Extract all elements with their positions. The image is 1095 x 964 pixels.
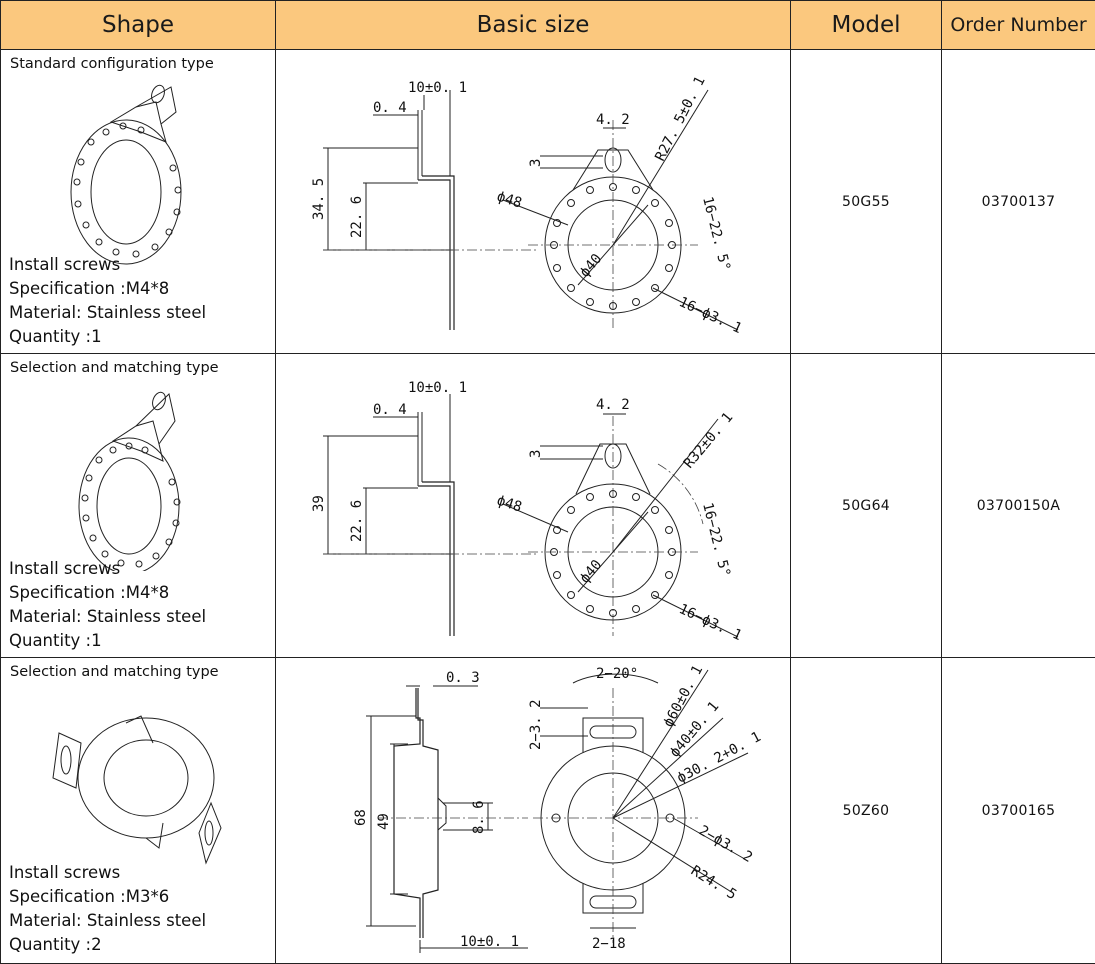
material: Material: Stainless steel — [9, 605, 206, 629]
dim-thickness: 0. 4 — [373, 402, 407, 418]
header-shape: Shape — [1, 1, 276, 50]
header-row: Shape Basic size Model Order Number — [1, 1, 1095, 50]
dim-radius: R32±0. 1 — [681, 410, 737, 472]
header-model: Model — [791, 1, 942, 50]
order-number-cell: 03700150A — [942, 354, 1095, 658]
type-label: Selection and matching type — [10, 664, 219, 680]
dim-holes: 16−ϕ3. 1 — [676, 601, 744, 644]
dim-inner-dia: ϕ40 — [577, 557, 606, 587]
shape-cell: Selection and matching type Install scre… — [1, 658, 276, 964]
dim-height: 34. 5 — [311, 178, 327, 220]
order-number-value: 03700165 — [982, 803, 1056, 819]
model-cell: 50Z60 — [791, 658, 942, 964]
shape-cell: Standard configuration type — [1, 50, 276, 354]
dim-width: 10±0. 1 — [408, 380, 467, 396]
dim-radius: R24. 5 — [688, 863, 739, 903]
header-basic-size: Basic size — [276, 1, 791, 50]
model-cell: 50G55 — [791, 50, 942, 354]
dim-slot: 2−3. 2 — [528, 699, 544, 750]
quantity: Quantity :1 — [9, 325, 206, 349]
model-value: 50Z60 — [843, 803, 890, 819]
quantity: Quantity :2 — [9, 933, 206, 957]
dim-thickness: 0. 4 — [373, 100, 407, 116]
table-row: Selection and matching type Install scre… — [1, 658, 1095, 964]
install-screws-label: Install screws — [9, 557, 206, 581]
install-info: Install screws Specification :M3*6 Mater… — [9, 861, 206, 957]
basic-size-cell: 10±0. 1 0. 4 39 22. 6 — [276, 354, 791, 658]
bracket-illustration — [41, 688, 246, 873]
model-cell: 50G64 — [791, 354, 942, 658]
dim-holes: 2−ϕ3. 2 — [696, 823, 755, 866]
dim-inner-height: 49 — [376, 813, 392, 830]
order-number-value: 03700137 — [982, 194, 1056, 210]
dimension-drawing: 10±0. 1 0. 4 34. 5 22. 6 — [278, 50, 788, 348]
order-number-value: 03700150A — [977, 498, 1061, 514]
dim-tab-angle: 2−20° — [596, 666, 638, 682]
specification: Specification :M3*6 — [9, 885, 206, 909]
install-screws-label: Install screws — [9, 861, 206, 885]
bracket-illustration — [41, 386, 241, 571]
table-row: Standard configuration type — [1, 50, 1095, 354]
install-info: Install screws Specification :M4*8 Mater… — [9, 253, 206, 349]
dim-tab-width: 4. 2 — [596, 397, 630, 413]
dim-height: 39 — [311, 495, 327, 512]
dim-tab-height: 3 — [528, 450, 544, 458]
specification: Specification :M4*8 — [9, 277, 206, 301]
model-value: 50G64 — [842, 498, 890, 514]
dim-inner-height: 22. 6 — [349, 196, 365, 238]
material: Material: Stainless steel — [9, 909, 206, 933]
order-number-cell: 03700165 — [942, 658, 1095, 964]
material: Material: Stainless steel — [9, 301, 206, 325]
type-label: Standard configuration type — [10, 56, 214, 72]
model-value: 50G55 — [842, 194, 890, 210]
header-order-number: Order Number — [942, 1, 1095, 50]
dim-outer-dia: ϕ48 — [495, 493, 524, 516]
dim-angle: 16−22. 5° — [699, 195, 733, 272]
dim-slot-len: 2−18 — [592, 936, 626, 952]
dim-radius: R27. 5±0. 1 — [652, 74, 708, 164]
order-number-cell: 03700137 — [942, 50, 1095, 354]
basic-size-cell: 10±0. 1 0. 4 34. 5 22. 6 — [276, 50, 791, 354]
dim-width: 10±0. 1 — [460, 934, 519, 950]
install-info: Install screws Specification :M4*8 Mater… — [9, 557, 206, 653]
dim-tab-height: 3 — [528, 159, 544, 167]
dimension-drawing: 10±0. 1 0. 4 39 22. 6 — [278, 354, 788, 652]
dim-angle: 16−22. 5° — [699, 501, 733, 578]
bracket-illustration — [41, 82, 241, 267]
dim-outer-dia: ϕ48 — [495, 189, 524, 212]
install-screws-label: Install screws — [9, 253, 206, 277]
shape-cell: Selection and matching type — [1, 354, 276, 658]
dim-holes: 16−ϕ3. 1 — [676, 294, 744, 337]
type-label: Selection and matching type — [10, 360, 219, 376]
dimension-drawing: 0. 3 68 49 8. 6 10±0. 1 — [278, 658, 788, 958]
table-row: Selection and matching type — [1, 354, 1095, 658]
quantity: Quantity :1 — [9, 629, 206, 653]
dim-tab-width: 4. 2 — [596, 112, 630, 128]
specification: Specification :M4*8 — [9, 581, 206, 605]
dim-height: 68 — [353, 809, 369, 826]
dim-inner-height: 22. 6 — [349, 500, 365, 542]
basic-size-cell: 0. 3 68 49 8. 6 10±0. 1 — [276, 658, 791, 964]
dim-step: 8. 6 — [471, 800, 487, 834]
dim-width: 10±0. 1 — [408, 80, 467, 96]
dim-thickness: 0. 3 — [446, 670, 480, 686]
